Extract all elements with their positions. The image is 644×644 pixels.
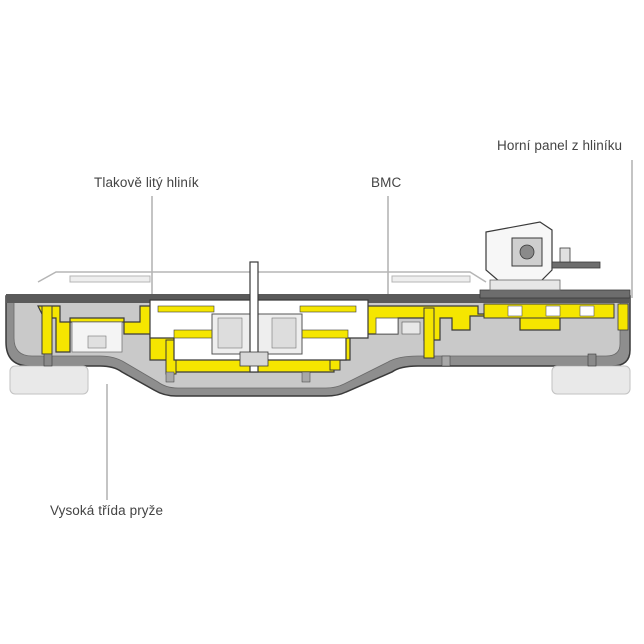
base-screw-2 (301, 371, 311, 383)
lid-hinge-right (391, 275, 471, 283)
rubber-foot-left (9, 365, 89, 395)
aluminium-top-panel (479, 289, 631, 299)
label-bmc: BMC (371, 175, 402, 190)
dust-cover-outline (37, 271, 487, 283)
foot-bolt-right (587, 353, 597, 367)
tonearm-lift (559, 247, 571, 263)
bmc-component (401, 321, 421, 335)
label-rubber: Vysoká třída pryže (50, 503, 164, 518)
spindle (249, 261, 259, 373)
lid-hinge-left (69, 275, 151, 283)
motor-coil-right (271, 317, 297, 349)
support-post-left (41, 305, 53, 355)
electronics-left-chip (87, 335, 107, 349)
base-screw-3 (441, 355, 451, 367)
label-top-panel: Horní panel z hliníku (497, 138, 623, 153)
tonearm-rest (489, 279, 561, 291)
tonearm-board-chip-1 (507, 305, 523, 317)
foot-bolt-left (43, 353, 53, 367)
tonearm-board-chip-3 (579, 305, 595, 317)
right-edge-rim (617, 303, 629, 331)
platter-band-right (299, 305, 357, 313)
label-die-cast: Tlakově litý hliník (94, 175, 199, 190)
base-screw-1 (165, 371, 175, 383)
support-post-right (423, 307, 435, 359)
motor-coil-left (217, 317, 243, 349)
bmc-block (375, 317, 399, 335)
tonearm-arm (551, 261, 601, 269)
platter-band-left (157, 305, 215, 313)
spindle-base (239, 351, 269, 367)
rubber-foot-right (551, 365, 631, 395)
tonearm-board-chip-2 (545, 305, 561, 317)
top-plate-band (6, 294, 630, 303)
tonearm-pivot-knob (519, 244, 535, 260)
